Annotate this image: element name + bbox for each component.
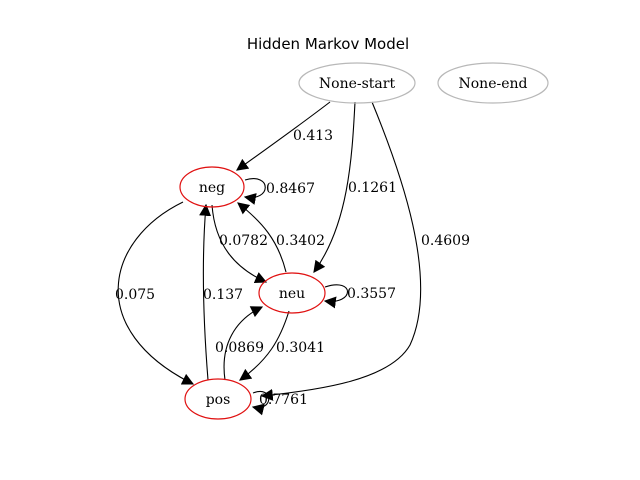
node-end-label: None-end [459, 76, 528, 92]
node-start: None-start [298, 62, 416, 104]
node-neg-shape [179, 166, 245, 208]
edge-label-pos-neg: 0.137 [203, 287, 243, 303]
diagram-title: Hidden Markov Model [247, 35, 409, 53]
node-pos-shape [184, 378, 252, 420]
edge-label-neu-pos: 0.3041 [276, 340, 325, 356]
node-neu: neu [258, 272, 326, 314]
node-neg-label: neg [199, 180, 225, 196]
node-start-shape [298, 62, 416, 104]
edge-pos-neu [223, 306, 264, 381]
edge-label-neg-self: 0.8467 [266, 181, 315, 197]
edge-neu-pos [239, 310, 290, 381]
node-end: None-end [437, 62, 549, 104]
edge-label-neu-neg: 0.3402 [276, 233, 325, 249]
node-end-shape [437, 62, 549, 104]
edge-neu-self [323, 284, 349, 309]
edge-label-neu-self: 0.3557 [347, 286, 396, 302]
edge-label-start-neg: 0.413 [293, 128, 333, 144]
edge-pos-self [251, 390, 270, 416]
edge-start-pos [260, 101, 422, 401]
edge-label-pos-self: 0.7761 [259, 392, 308, 408]
node-pos: pos [184, 378, 252, 420]
node-neg: neg [179, 166, 245, 208]
edge-neg-pos [117, 201, 195, 385]
edge-neg-self [243, 178, 266, 205]
edge-start-neu [313, 101, 356, 273]
edge-label-neg-neu: 0.0782 [219, 233, 268, 249]
edge-start-neg [236, 101, 331, 171]
node-pos-label: pos [206, 392, 231, 408]
edge-label-neg-pos: 0.075 [115, 287, 155, 303]
node-start-label: None-start [319, 76, 396, 92]
node-neu-shape [258, 272, 326, 314]
edge-neu-neg [237, 202, 287, 273]
edge-pos-neg [199, 203, 212, 381]
edge-label-start-neu: 0.1261 [348, 180, 397, 196]
edge-neg-neu [211, 204, 268, 284]
node-neu-label: neu [279, 286, 305, 302]
edge-label-pos-neu: 0.0869 [215, 340, 264, 356]
edge-label-start-pos: 0.4609 [421, 233, 470, 249]
